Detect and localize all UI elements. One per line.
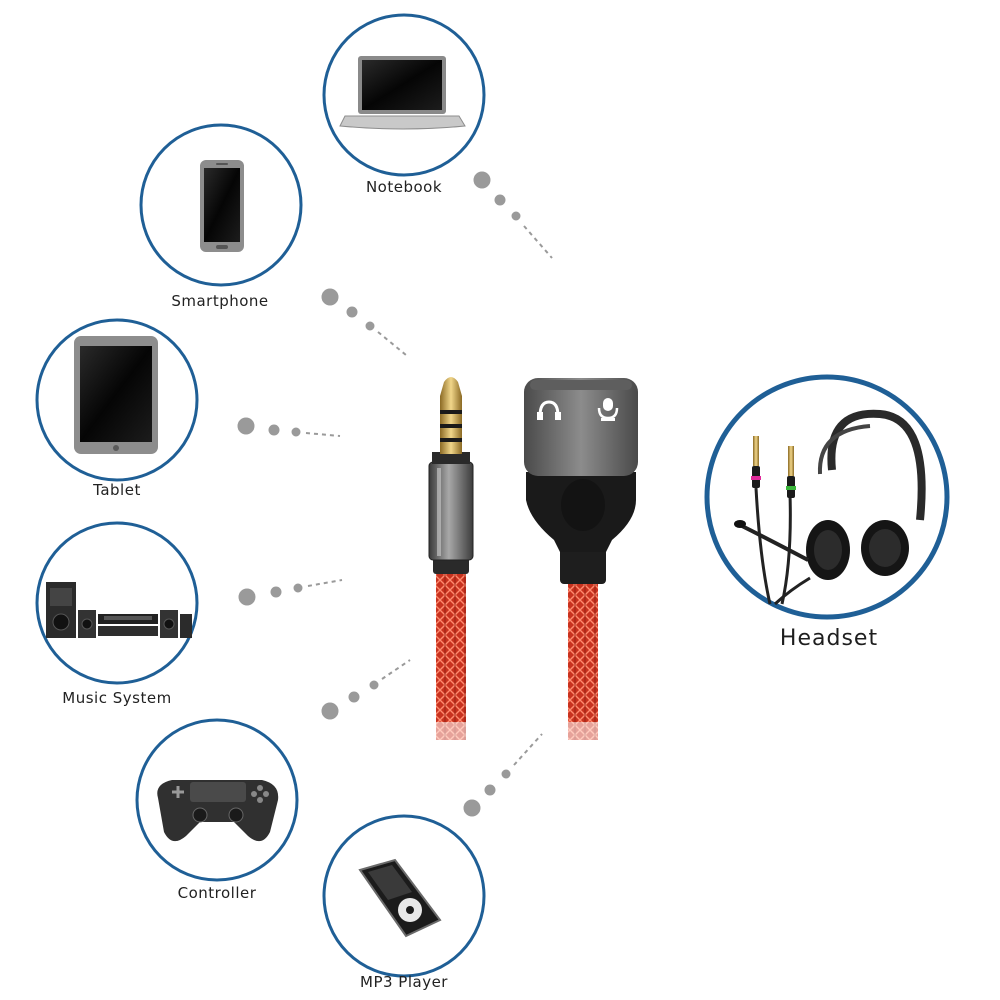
tablet-icon — [74, 336, 158, 454]
mp3-player-circle — [322, 814, 486, 978]
headset-label: Headset — [779, 626, 879, 651]
notebook-circle — [322, 13, 486, 177]
notebook-icon — [339, 56, 466, 130]
smartphone-icon — [200, 160, 244, 252]
smartphone-label: Smartphone — [171, 292, 269, 310]
headset-icon — [734, 409, 926, 606]
male-jack-cable — [428, 377, 474, 740]
connector-mp3-player — [463, 733, 543, 817]
controller-icon — [157, 780, 279, 842]
music-system-icon — [46, 582, 192, 638]
microphone-icon — [597, 398, 619, 421]
mp3-player-icon — [358, 858, 442, 938]
notebook-label: Notebook — [365, 178, 443, 196]
controller-label: Controller — [177, 884, 257, 902]
gold-plug-tip — [440, 377, 462, 454]
connector-smartphone — [321, 288, 407, 356]
connector-dots — [237, 171, 553, 817]
headset-circle — [704, 374, 950, 620]
connector-notebook — [473, 171, 553, 259]
tablet-label: Tablet — [93, 481, 141, 499]
tablet-circle — [35, 318, 199, 482]
connector-music-system — [238, 579, 343, 606]
music-system-circle — [35, 521, 199, 685]
headphone-icon — [537, 400, 561, 420]
connector-controller — [321, 659, 411, 720]
mp3-player-label: MP3 Player — [360, 973, 448, 991]
splitter-adapter — [524, 378, 638, 740]
smartphone-circle — [139, 123, 303, 287]
music-system-label: Music System — [62, 689, 172, 707]
connector-tablet — [237, 417, 341, 437]
controller-circle — [135, 718, 299, 882]
